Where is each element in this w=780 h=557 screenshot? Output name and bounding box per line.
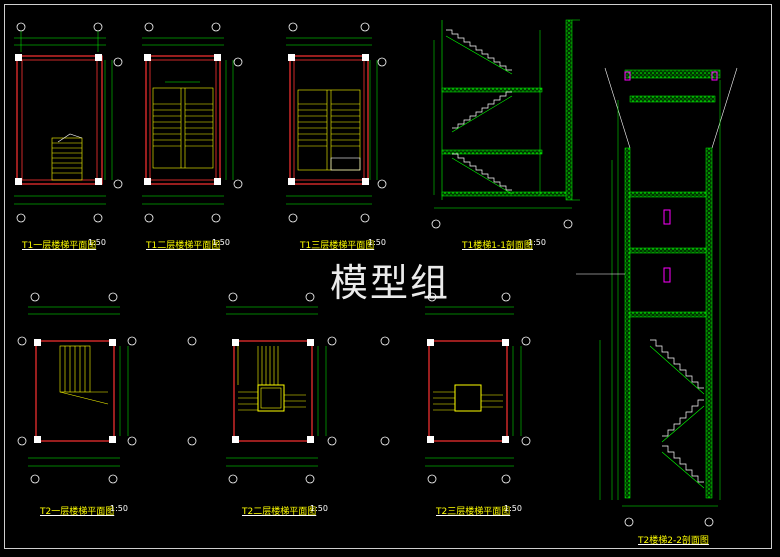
- caption-t1-floor1: T1一层楼梯平面图: [22, 241, 97, 251]
- sheet-border: [4, 4, 772, 549]
- t2-floor1-plan: [17, 292, 137, 484]
- scale-t2-floor3: 1:50: [504, 504, 522, 513]
- scale-t2-floor1: 1:50: [110, 504, 128, 513]
- t2-floor3-plan: [380, 292, 531, 484]
- caption-t1-floor2: T1二层楼梯平面图: [146, 241, 221, 251]
- watermark-text: 模型组: [329, 261, 450, 305]
- t2-section-2-2: [576, 67, 738, 527]
- scale-t1-floor1: 1:50: [88, 238, 106, 247]
- caption-t1-floor3: T1三层楼梯平面图: [300, 241, 375, 251]
- scale-t1-floor3: 1:50: [368, 238, 386, 247]
- scale-t1-floor2: 1:50: [212, 238, 230, 247]
- caption-t2-floor3: T2三层楼梯平面图: [436, 507, 511, 517]
- t1-floor2-plan: [142, 22, 243, 223]
- caption-t2-floor2: T2二层楼梯平面图: [242, 507, 317, 517]
- scale-t1-section: 1:50: [528, 238, 546, 247]
- caption-t1-section: T1楼梯1-1剖面图: [462, 241, 533, 251]
- caption-t2-floor1: T2一层楼梯平面图: [40, 507, 115, 517]
- t1-section-1-1: [431, 19, 580, 229]
- scale-t2-floor2: 1:50: [310, 504, 328, 513]
- t2-floor2-plan: [187, 292, 337, 484]
- caption-t2-section: T2楼梯2-2剖面图: [638, 536, 709, 546]
- t1-floor3-plan: [286, 22, 387, 223]
- t1-floor1-plan: [14, 22, 123, 223]
